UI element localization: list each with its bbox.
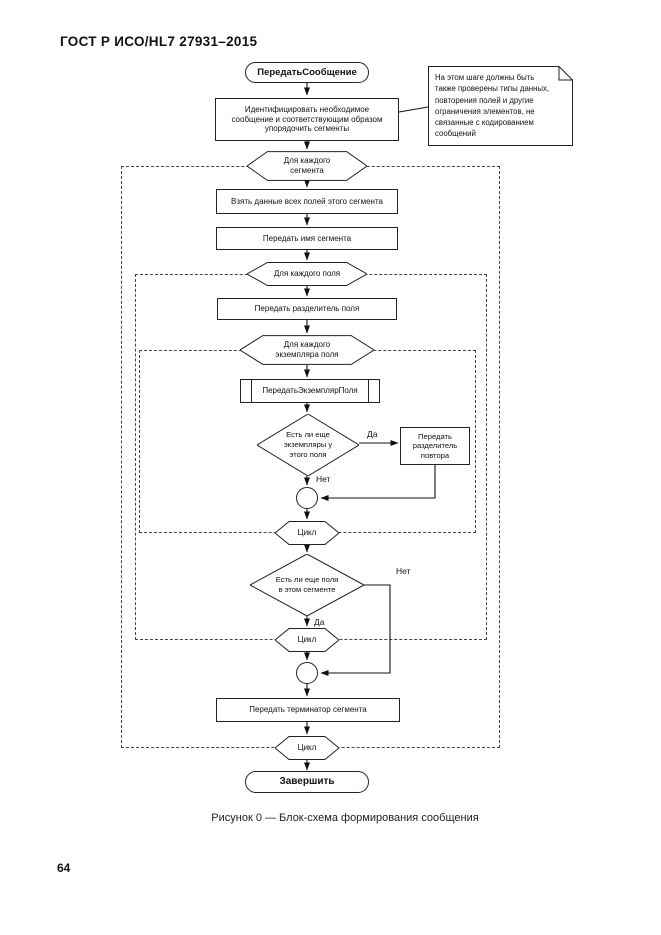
document-header: ГОСТ Р ИСО/HL7 27931–2015	[60, 34, 258, 49]
start-node-label: ПередатьСообщение	[257, 66, 357, 78]
diamond-shape	[257, 414, 359, 476]
hexagon-shape	[247, 151, 367, 181]
loop-start-instance-label: Для каждого экземпляра поля	[275, 340, 339, 359]
process-send-segment-name: Передать имя сегмента	[216, 227, 398, 250]
process-send-field-separator: Передать разделитель поля	[217, 298, 397, 320]
loop-end-field: Цикл	[275, 628, 339, 652]
loop-start-segment: Для каждого сегмента	[247, 151, 367, 181]
decision-more-instances-label: Есть ли еще экземпляры у этого поля	[283, 430, 333, 459]
loop-end-field-label: Цикл	[297, 635, 317, 644]
loop-end-instance-label: Цикл	[297, 528, 317, 537]
process-identify-message: Идентифицировать необходимое сообщение и…	[215, 98, 399, 141]
process-send-repeat-separator: Передать разделитель повтора	[400, 427, 470, 465]
end-node-label: Завершить	[279, 775, 335, 787]
loop-end-segment-label: Цикл	[297, 743, 317, 752]
connector-circle-2	[296, 662, 318, 684]
hexagon-shape	[275, 628, 339, 652]
process-send-segment-name-label: Передать имя сегмента	[262, 233, 352, 243]
subprocess-send-field-instance: ПередатьЭкземплярПоля	[240, 379, 380, 403]
hexagon-shape	[247, 262, 367, 286]
connector-circle-1	[296, 487, 318, 509]
process-get-field-data: Взять данные всех полей этого сегмента	[216, 189, 398, 214]
note-shape	[428, 66, 573, 146]
process-get-field-data-label: Взять данные всех полей этого сегмента	[231, 196, 383, 206]
diamond-shape	[250, 554, 364, 616]
loop-start-field: Для каждого поля	[247, 262, 367, 286]
hexagon-shape	[240, 335, 374, 365]
loop-start-segment-label: Для каждого сегмента	[283, 156, 331, 175]
subprocess-left-bar	[251, 380, 252, 402]
loop-end-instance: Цикл	[275, 521, 339, 545]
annotation-note-text: На этом шаге должны быть также проверены…	[435, 73, 550, 139]
process-send-segment-terminator: Передать терминатор сегмента	[216, 698, 400, 722]
label-no-instances: Нет	[316, 474, 331, 484]
page-number: 64	[57, 861, 71, 875]
label-yes-fields: Да	[314, 617, 325, 627]
subprocess-send-field-instance-label: ПередатьЭкземплярПоля	[262, 386, 358, 396]
hexagon-shape	[275, 521, 339, 545]
subprocess-right-bar	[368, 380, 369, 402]
process-send-segment-terminator-label: Передать терминатор сегмента	[249, 705, 367, 715]
label-yes-instances: Да	[367, 429, 378, 439]
decision-more-instances: Есть ли еще экземпляры у этого поля	[257, 414, 359, 476]
loop-start-field-label: Для каждого поля	[273, 269, 341, 278]
label-no-fields: Нет	[396, 566, 411, 576]
figure-caption: Рисунок 0 — Блок-схема формирования сооб…	[211, 812, 479, 824]
loop-start-instance: Для каждого экземпляра поля	[240, 335, 374, 365]
annotation-note: На этом шаге должны быть также проверены…	[428, 66, 573, 146]
decision-more-fields: Есть ли еще поля в этом сегменте	[250, 554, 364, 616]
hexagon-shape	[275, 736, 339, 760]
loop-end-segment: Цикл	[275, 736, 339, 760]
end-node: Завершить	[245, 771, 369, 793]
process-identify-message-label: Идентифицировать необходимое сообщение и…	[231, 104, 383, 134]
decision-more-fields-label: Есть ли еще поля в этом сегменте	[275, 575, 339, 594]
process-send-field-separator-label: Передать разделитель поля	[254, 304, 360, 314]
start-node: ПередатьСообщение	[245, 62, 369, 83]
process-send-repeat-separator-label: Передать разделитель повтора	[412, 432, 458, 460]
